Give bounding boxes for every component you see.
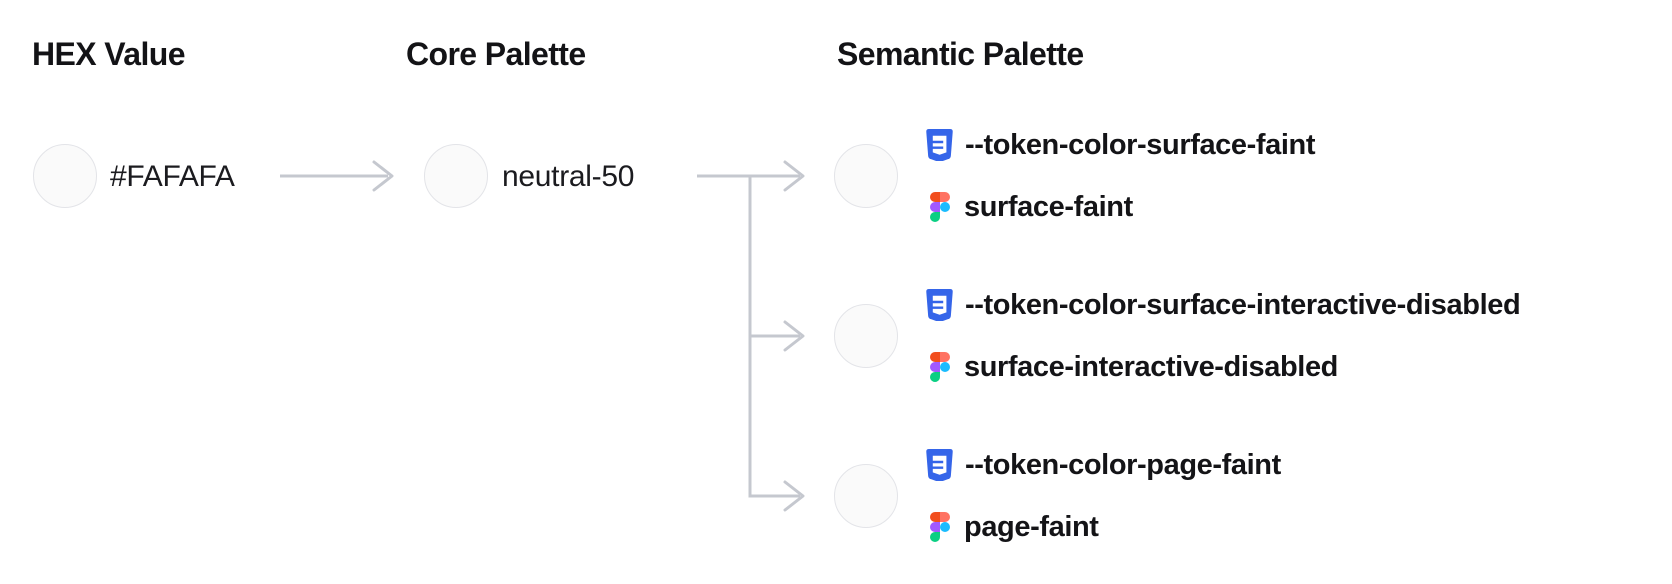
css3-shield-icon xyxy=(926,289,953,321)
core-color-swatch xyxy=(424,144,488,208)
css-token-row: --token-color-surface-faint xyxy=(926,127,1316,163)
figma-token-row: surface-interactive-disabled xyxy=(930,349,1338,385)
figma-logo-icon xyxy=(930,192,950,222)
semantic-palette-header: Semantic Palette xyxy=(837,36,1084,72)
figma-token-name: surface-interactive-disabled xyxy=(964,350,1338,383)
css-token-name: --token-color-page-faint xyxy=(965,448,1281,481)
figma-token-row: surface-faint xyxy=(930,189,1133,225)
css-token-row: --token-color-page-faint xyxy=(926,447,1281,483)
figma-token-name: page-faint xyxy=(964,510,1099,543)
connector-trunk-to-item3 xyxy=(748,176,800,498)
arrowhead-hex-to-core xyxy=(372,160,394,192)
css-token-row: --token-color-surface-interactive-disabl… xyxy=(926,287,1521,323)
arrowhead-item1 xyxy=(783,160,805,192)
semantic-color-swatch xyxy=(834,464,898,528)
hex-value-label: #FAFAFA xyxy=(110,160,235,193)
core-palette-header: Core Palette xyxy=(406,36,586,72)
figma-token-row: page-faint xyxy=(930,509,1099,545)
arrowhead-item2 xyxy=(783,320,805,352)
semantic-color-swatch xyxy=(834,304,898,368)
core-value-label: neutral-50 xyxy=(502,160,635,193)
css-token-name: --token-color-surface-faint xyxy=(965,128,1316,161)
css3-shield-icon xyxy=(926,129,953,161)
semantic-color-swatch xyxy=(834,144,898,208)
css3-shield-icon xyxy=(926,449,953,481)
figma-token-name: surface-faint xyxy=(964,190,1133,223)
arrowhead-item3 xyxy=(783,480,805,512)
figma-logo-icon xyxy=(930,512,950,542)
css-token-name: --token-color-surface-interactive-disabl… xyxy=(965,288,1521,321)
hex-value-header: HEX Value xyxy=(32,36,186,72)
hex-color-swatch xyxy=(33,144,97,208)
figma-logo-icon xyxy=(930,352,950,382)
